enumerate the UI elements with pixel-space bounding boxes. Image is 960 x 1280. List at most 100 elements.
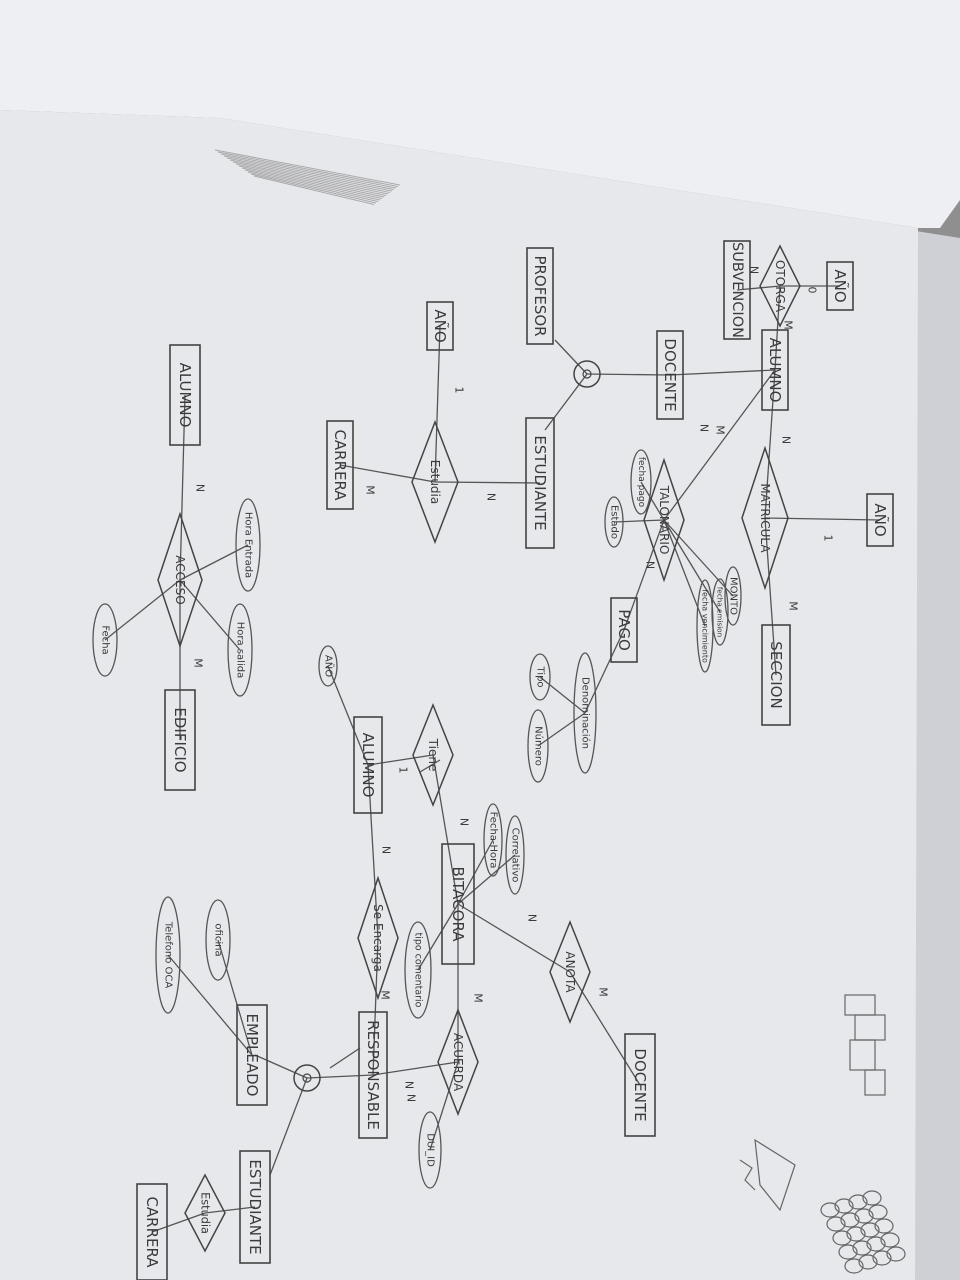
connector-bitacora-fecha_hora	[457, 839, 494, 905]
entity-ano2: AÑO	[426, 301, 454, 351]
entity-box	[426, 301, 454, 351]
cardinality-label: 1	[397, 767, 410, 774]
entity-seccion: SECCION	[761, 624, 791, 726]
entity-profesor: PROFESOR	[526, 247, 554, 345]
entity-box	[656, 330, 684, 420]
entity-label: ESTUDIANTE	[246, 1159, 264, 1254]
attribute-monto: MONTO	[724, 566, 742, 626]
attribute-label: tipo comentario	[413, 933, 424, 1008]
attribute-label: AÑO	[323, 655, 336, 677]
relationship-tiene: Tiene	[412, 702, 454, 808]
entity-label: SECCION	[767, 641, 785, 708]
connector-matricula-ano3	[764, 517, 881, 521]
attribute-tipo1: Tipo	[529, 653, 551, 701]
attribute-hora-salida: Hora salida	[227, 603, 253, 697]
connector-alumno1-talonario	[663, 369, 776, 521]
relationship-label: MATRICULA	[758, 483, 772, 553]
entity-label: PAGO	[615, 609, 633, 651]
entity-box	[826, 261, 854, 311]
cardinality-label: N	[780, 436, 793, 444]
entity-box	[761, 624, 791, 726]
relationship-label: OTORGA	[773, 260, 787, 313]
entity-box	[526, 247, 554, 345]
entity-estudiante2: ESTUDIANTE	[239, 1150, 271, 1264]
relationship-anota: ANOTA	[549, 919, 591, 1025]
relationship-talonario: TALONARIO	[643, 457, 685, 583]
entity-empleado: EMPLEADO	[236, 1004, 268, 1106]
cardinality-label: N	[485, 493, 498, 501]
cardinality-label: N	[380, 846, 393, 854]
connector-tiene-bitacora	[432, 754, 459, 905]
connector-talonario-pago	[623, 519, 665, 631]
connector-se_encarga-responsable	[372, 937, 379, 1076]
relationship-diamond	[184, 1173, 226, 1253]
cardinality-label: N	[748, 266, 761, 274]
attribute-label: Hora salida	[235, 622, 246, 678]
attribute-label: fecha emision	[716, 587, 725, 637]
isa-connector	[544, 373, 588, 431]
attribute-oficina: oficina	[205, 899, 231, 981]
relationship-diamond	[357, 875, 399, 1001]
attribute-denominacion: Denominación	[573, 652, 597, 774]
connector-bitacora-tipo_comentario	[417, 903, 459, 971]
attribute-estado: Estado	[604, 496, 624, 548]
entity-label: EMPLEADO	[243, 1014, 261, 1097]
cardinality-label: N	[458, 818, 471, 826]
connector-talonario-estado	[613, 519, 665, 523]
attribute-oval	[318, 645, 338, 687]
attribute-oval	[404, 921, 432, 1019]
entity-label: RESPONSABLE	[364, 1020, 382, 1130]
connector-alumno3-ano4	[327, 665, 369, 766]
cardinality-label: M	[379, 990, 392, 1000]
attribute-hora-entrada: Hora Entrada	[235, 498, 261, 592]
specialization-circle	[293, 1064, 321, 1092]
relationship-label: ACUERDA	[451, 1033, 465, 1092]
cardinality-label: M	[787, 601, 800, 611]
cardinality-label: N	[403, 1081, 416, 1089]
relationship-label: Se Encarga	[371, 904, 385, 972]
entity-box	[358, 1011, 388, 1139]
entity-pago: PAGO	[610, 597, 638, 663]
connector-acuerda-dui_id	[429, 1061, 459, 1151]
entity-label: CARRERA	[143, 1196, 161, 1268]
attribute-oval	[418, 1111, 442, 1189]
attribute-label: DUI_ID	[425, 1133, 436, 1167]
entity-box	[169, 344, 201, 446]
entity-alumno2: ALUMNO	[169, 344, 201, 446]
connector-subvencion-otorga	[736, 285, 781, 291]
relationship-diamond	[643, 457, 685, 583]
double-connector	[329, 1047, 361, 1069]
connector-talonario-monto	[663, 519, 734, 597]
connector-pago-denominacion	[584, 629, 625, 714]
relationship-label: Estudia	[199, 1192, 212, 1234]
castle-doodle	[844, 994, 886, 1096]
connector-matricula-seccion	[764, 517, 777, 676]
relationship-se-encarga: Se Encarga	[357, 875, 399, 1001]
entity-ano1: AÑO	[826, 261, 854, 311]
relationship-label: TALONARIO	[657, 485, 671, 555]
entity-box	[236, 1004, 268, 1106]
attribute-numero: Número	[527, 709, 549, 783]
entity-docente1: DOCENTE	[656, 330, 684, 420]
connector-acceso-fecha	[104, 579, 181, 641]
entity-box	[239, 1150, 271, 1264]
connector-acceso-hora_salida	[179, 579, 241, 651]
entity-box	[353, 716, 383, 814]
attribute-label: Tipo	[535, 665, 546, 687]
attribute-label: Telefono OCA	[163, 921, 174, 989]
cardinality-label: 1	[822, 535, 835, 542]
attribute-fecha-vencimiento: fecha vencimiento	[696, 579, 714, 673]
entity-label: AÑO	[431, 309, 450, 342]
relationship-otorga: OTORGA	[759, 244, 801, 328]
entity-label: DOCENTE	[661, 338, 679, 411]
attribute-oval	[527, 709, 549, 783]
entity-box	[866, 493, 894, 547]
attribute-telefono-oca: Telefono OCA	[155, 896, 181, 1014]
connector-bitacora-correlativo	[457, 854, 516, 905]
attribute-label: oficina	[213, 923, 224, 956]
entity-label: AÑO	[871, 503, 890, 536]
entity-alumno1: ALUMNO	[761, 329, 789, 411]
relationship-diamond	[549, 919, 591, 1025]
attribute-correlativo: Correlativo	[505, 815, 525, 895]
